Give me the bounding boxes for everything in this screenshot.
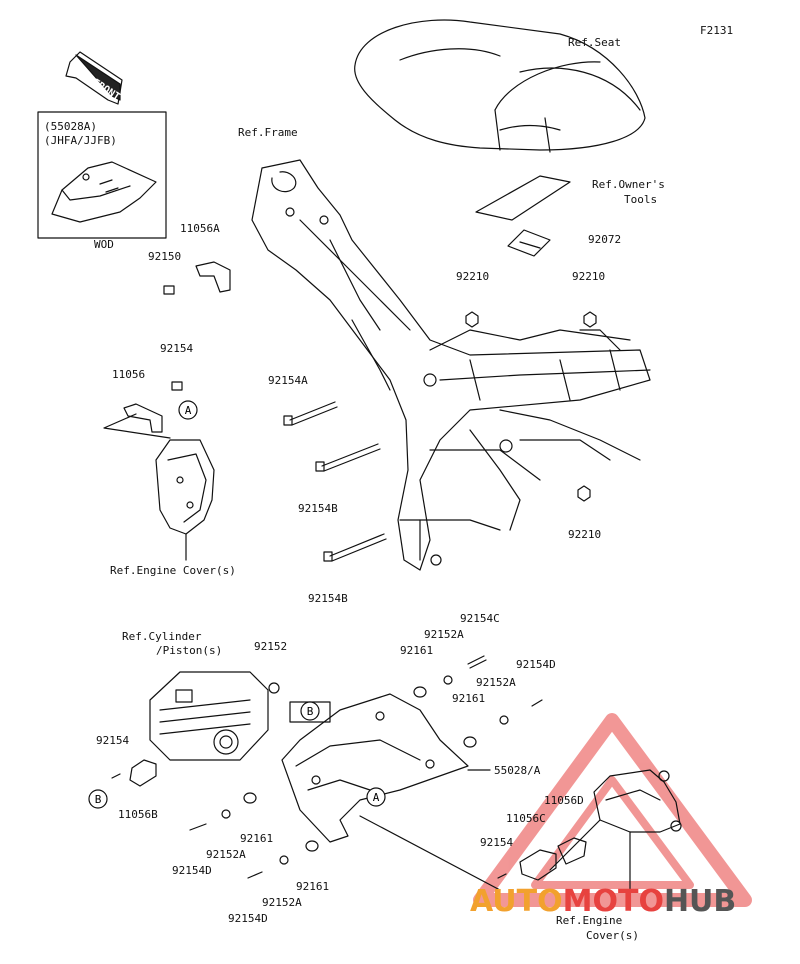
watermark-triangle	[473, 713, 752, 907]
bracket-11056-drawing	[123, 403, 163, 433]
part-92152A-2: 92152A	[476, 676, 516, 689]
part-11056C: 11056C	[506, 812, 546, 825]
part-92154B-1: 92154B	[298, 502, 338, 515]
strap-drawing	[507, 229, 551, 257]
part-92150: 92150	[148, 250, 182, 263]
inset-note: (JHFA/JJFB)	[44, 134, 117, 147]
svg-text:A: A	[373, 791, 380, 804]
part-92210-b: 92210	[572, 270, 606, 283]
ref-cylinder-1: Ref.Cylinder	[122, 630, 202, 643]
grommet-icon	[243, 686, 477, 852]
diagram-code: F2131	[700, 24, 734, 37]
engine-cover-bottom-drawing	[593, 769, 682, 833]
seat-drawing	[354, 19, 646, 153]
part-92161-3: 92161	[240, 832, 274, 845]
marker-b-left: B	[88, 789, 108, 809]
svg-text:B: B	[95, 793, 102, 806]
watermark-logo: AUTOMOTOHUB	[470, 884, 737, 919]
part-92154D-1: 92154D	[516, 658, 556, 671]
ref-engine-cover-top: Ref.Engine Cover(s)	[110, 564, 236, 577]
inset-cover-drawing	[51, 161, 157, 223]
part-92154A: 92154A	[268, 374, 308, 387]
bolt-92154B-1-drawing	[315, 443, 381, 472]
bolt-92154A-drawing	[283, 401, 338, 426]
engine-cover-top-drawing	[155, 439, 215, 535]
brackets-11056C-D-drawing	[519, 837, 587, 881]
part-92152: 92152	[254, 640, 288, 653]
bracket-11056B-drawing	[129, 759, 157, 787]
part-92161-1: 92161	[400, 644, 434, 657]
svg-text:A: A	[185, 404, 192, 417]
ref-owners-tools-2: Tools	[624, 193, 658, 206]
inset-caption: WOD	[94, 238, 114, 251]
bolt-icon	[111, 655, 543, 879]
part-92161-2: 92161	[452, 692, 486, 705]
cover-55028A-drawing	[281, 693, 469, 843]
frame-drawing	[251, 159, 651, 571]
part-11056A: 11056A	[180, 222, 220, 235]
part-92154-right: 92154	[480, 836, 514, 849]
part-92161-4: 92161	[296, 880, 330, 893]
part-92210-c: 92210	[568, 528, 602, 541]
part-11056: 11056	[112, 368, 146, 381]
bolt-92154B-2-drawing	[323, 533, 387, 562]
part-92152A-3: 92152A	[206, 848, 246, 861]
marker-a-top: A	[178, 400, 198, 420]
ref-cylinder-2: /Piston(s)	[156, 644, 223, 657]
nut-icon	[465, 311, 597, 502]
leader-lines-bottom	[359, 815, 631, 911]
ref-seat: Ref.Seat	[568, 36, 621, 49]
marker-b-mid: B	[300, 701, 320, 721]
marker-b-box	[289, 701, 331, 723]
part-92154D-3: 92154D	[228, 912, 268, 925]
part-92072: 92072	[588, 233, 622, 246]
bracket-11056A-drawing	[195, 261, 231, 293]
part-92154D-2: 92154D	[172, 864, 212, 877]
part-11056B: 11056B	[118, 808, 158, 821]
part-55028A: 55028/A	[494, 764, 541, 777]
cylinder-drawing	[149, 671, 269, 761]
ref-frame: Ref.Frame	[238, 126, 298, 139]
bolt-92150-drawing	[163, 285, 175, 295]
part-92152A-1: 92152A	[424, 628, 464, 641]
part-92154-left: 92154	[96, 734, 130, 747]
ref-engine-cover-bottom-1: Ref.Engine	[556, 914, 623, 927]
part-92154C: 92154C	[460, 612, 500, 625]
washer-icon	[221, 675, 509, 865]
inset-frame	[37, 111, 167, 239]
owners-tools-drawing	[475, 175, 571, 221]
ref-engine-cover-bottom-2: Cover(s)	[586, 929, 639, 942]
leader-lines-top	[103, 413, 187, 561]
marker-a-bottom: A	[366, 787, 386, 807]
svg-text:B: B	[307, 705, 314, 718]
bolt-92154-top-drawing	[171, 381, 183, 391]
inset-part: (55028A)	[44, 120, 97, 133]
part-92154B-2: 92154B	[308, 592, 348, 605]
part-11056D: 11056D	[544, 794, 584, 807]
part-92154-top: 92154	[160, 342, 194, 355]
part-92152A-4: 92152A	[262, 896, 302, 909]
part-92210-a: 92210	[456, 270, 490, 283]
front-arrow-icon	[65, 51, 123, 105]
ref-owners-tools-1: Ref.Owner's	[592, 178, 665, 191]
